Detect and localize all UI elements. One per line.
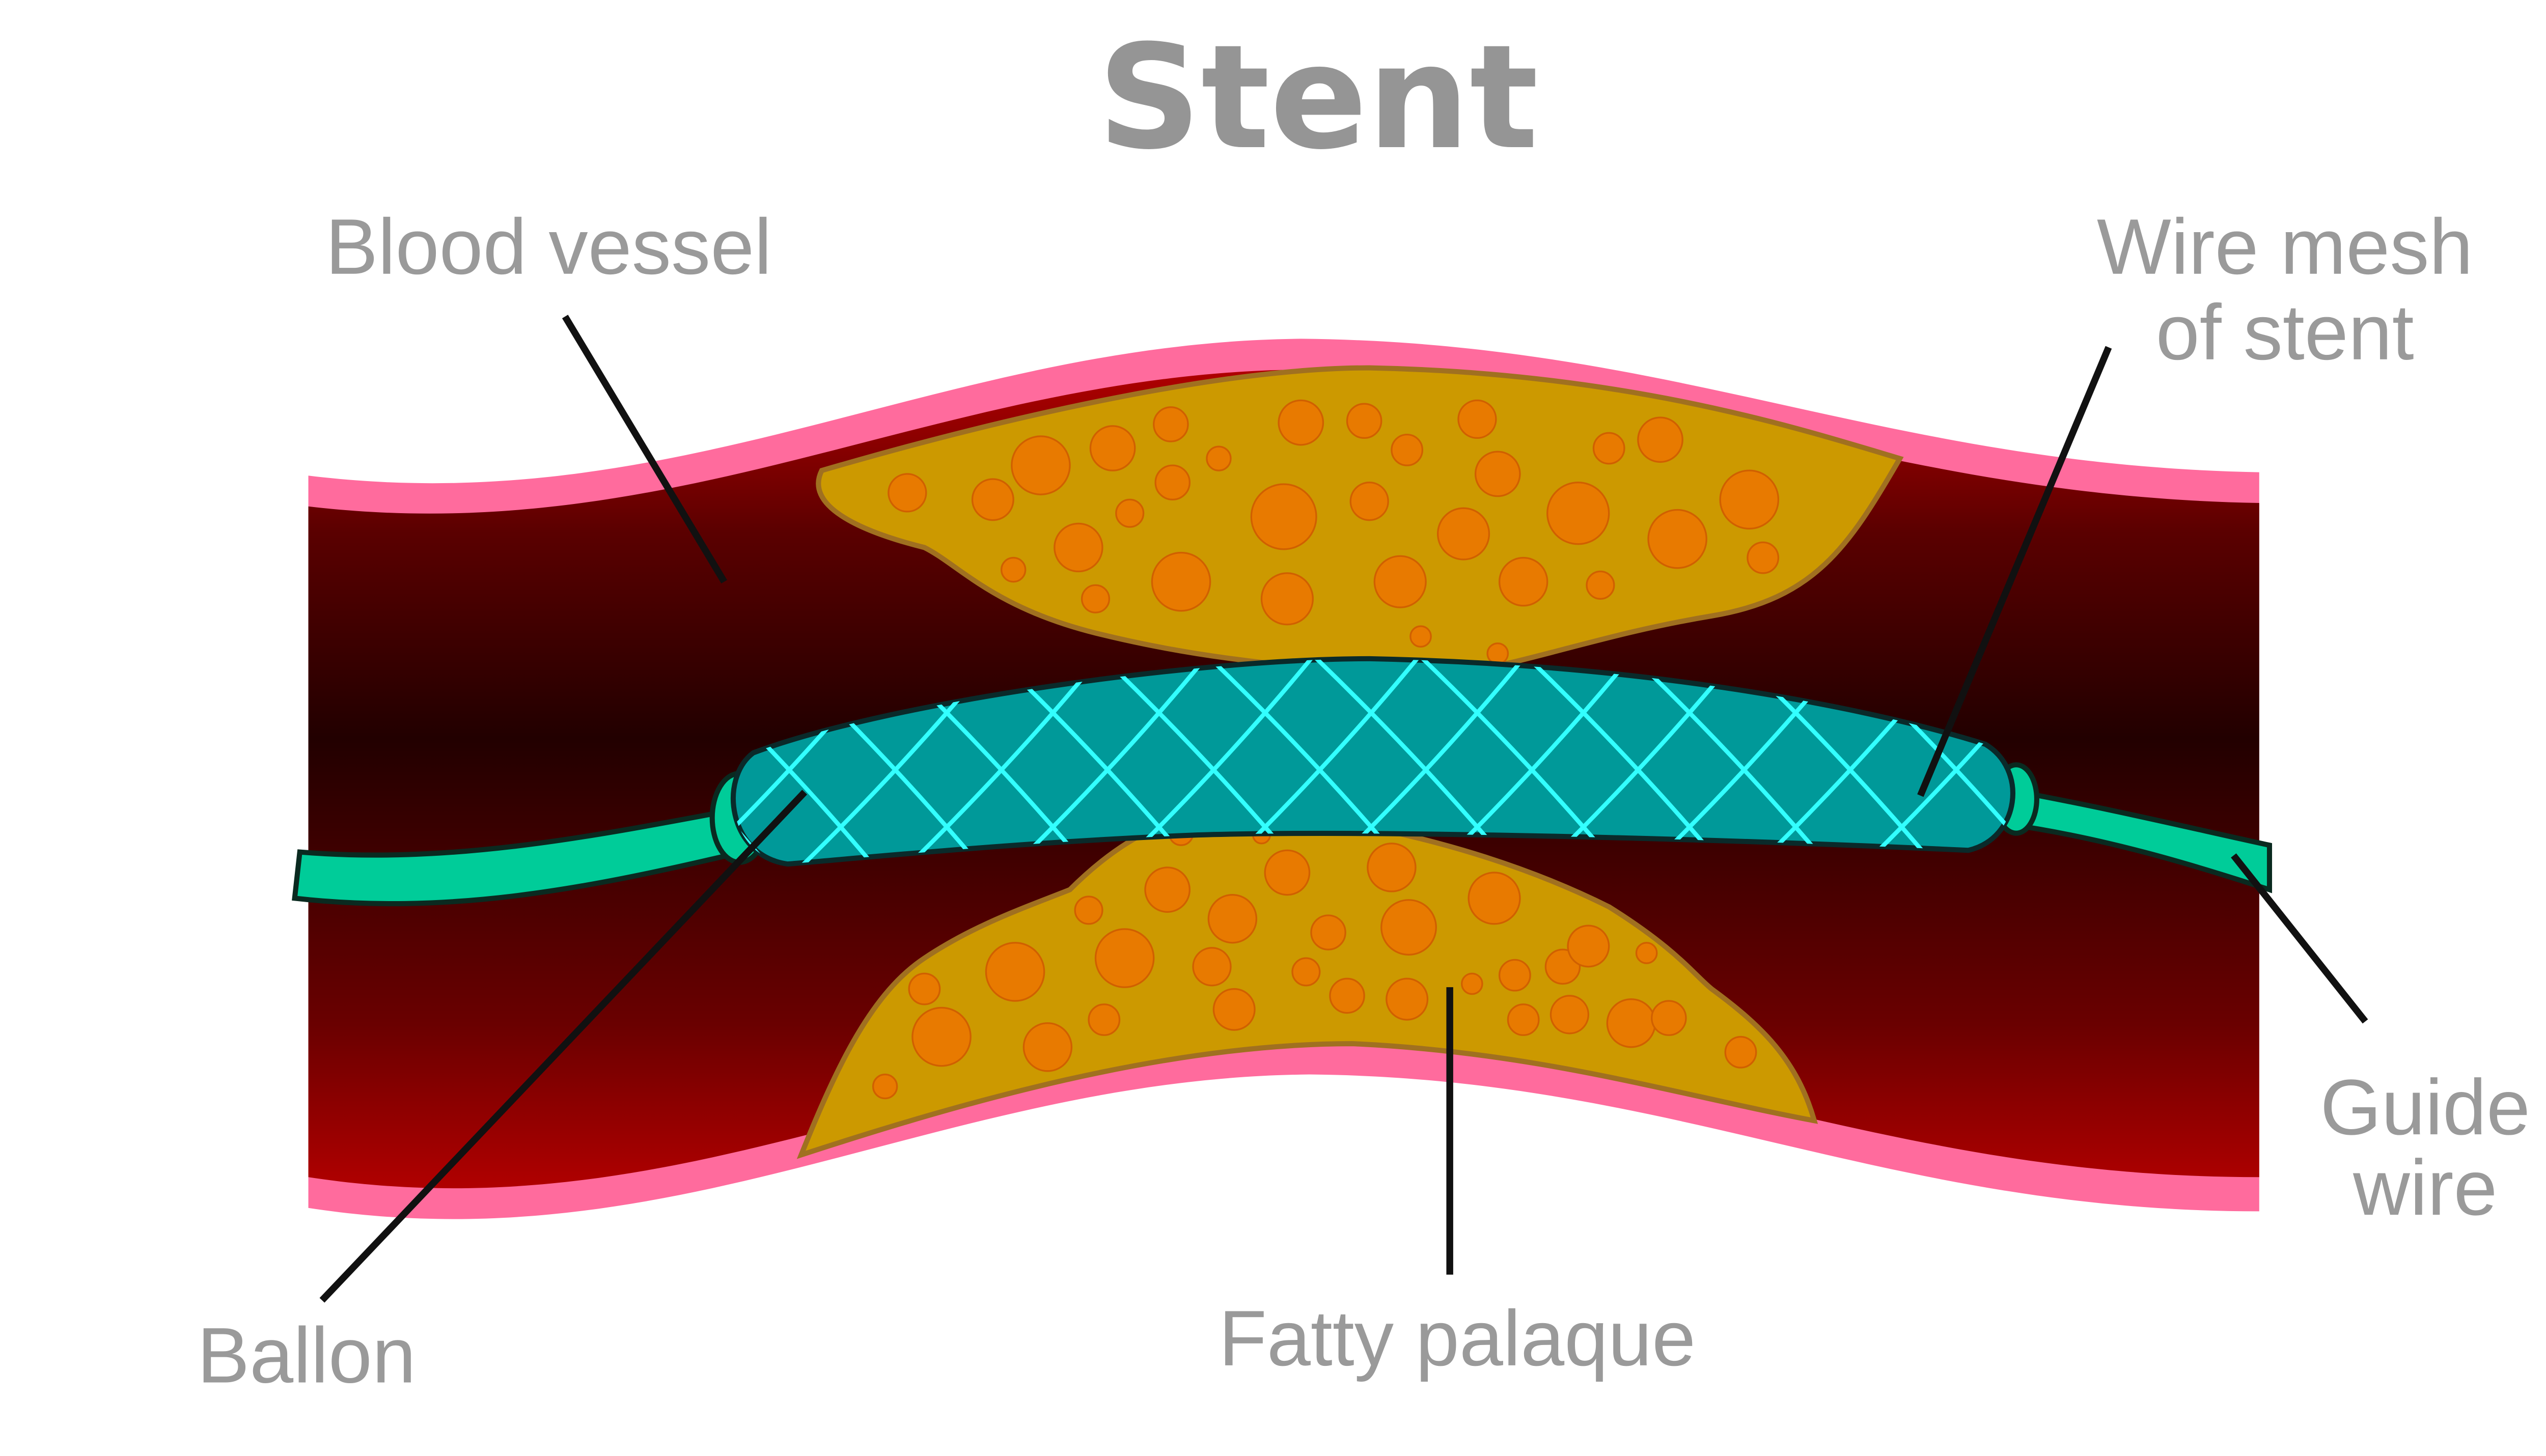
label-fatty-plaque: Fatty palaque	[1219, 1294, 1696, 1382]
label-guide-wire-1: Guide	[2320, 1063, 2531, 1151]
label-wire-mesh-1: Wire mesh	[2097, 203, 2473, 291]
leader-blood-vessel	[562, 315, 727, 584]
leader-balloon	[319, 790, 808, 1303]
fatty-plaque-bottom	[796, 806, 1818, 1159]
label-blood-vessel: Blood vessel	[325, 203, 771, 291]
leader-guide-wire	[2231, 853, 2368, 1024]
fatty-plaque-top	[816, 365, 1904, 675]
label-guide-wire-2: wire	[2353, 1143, 2497, 1231]
label-wire-mesh-2: of stent	[2156, 288, 2414, 376]
leader-wire-mesh	[1917, 346, 2112, 797]
guide-wire-right	[2008, 787, 2273, 893]
label-balloon: Ballon	[197, 1311, 416, 1399]
mesh-wire	[733, 658, 896, 864]
diagram-title: Stent	[1098, 14, 1539, 181]
